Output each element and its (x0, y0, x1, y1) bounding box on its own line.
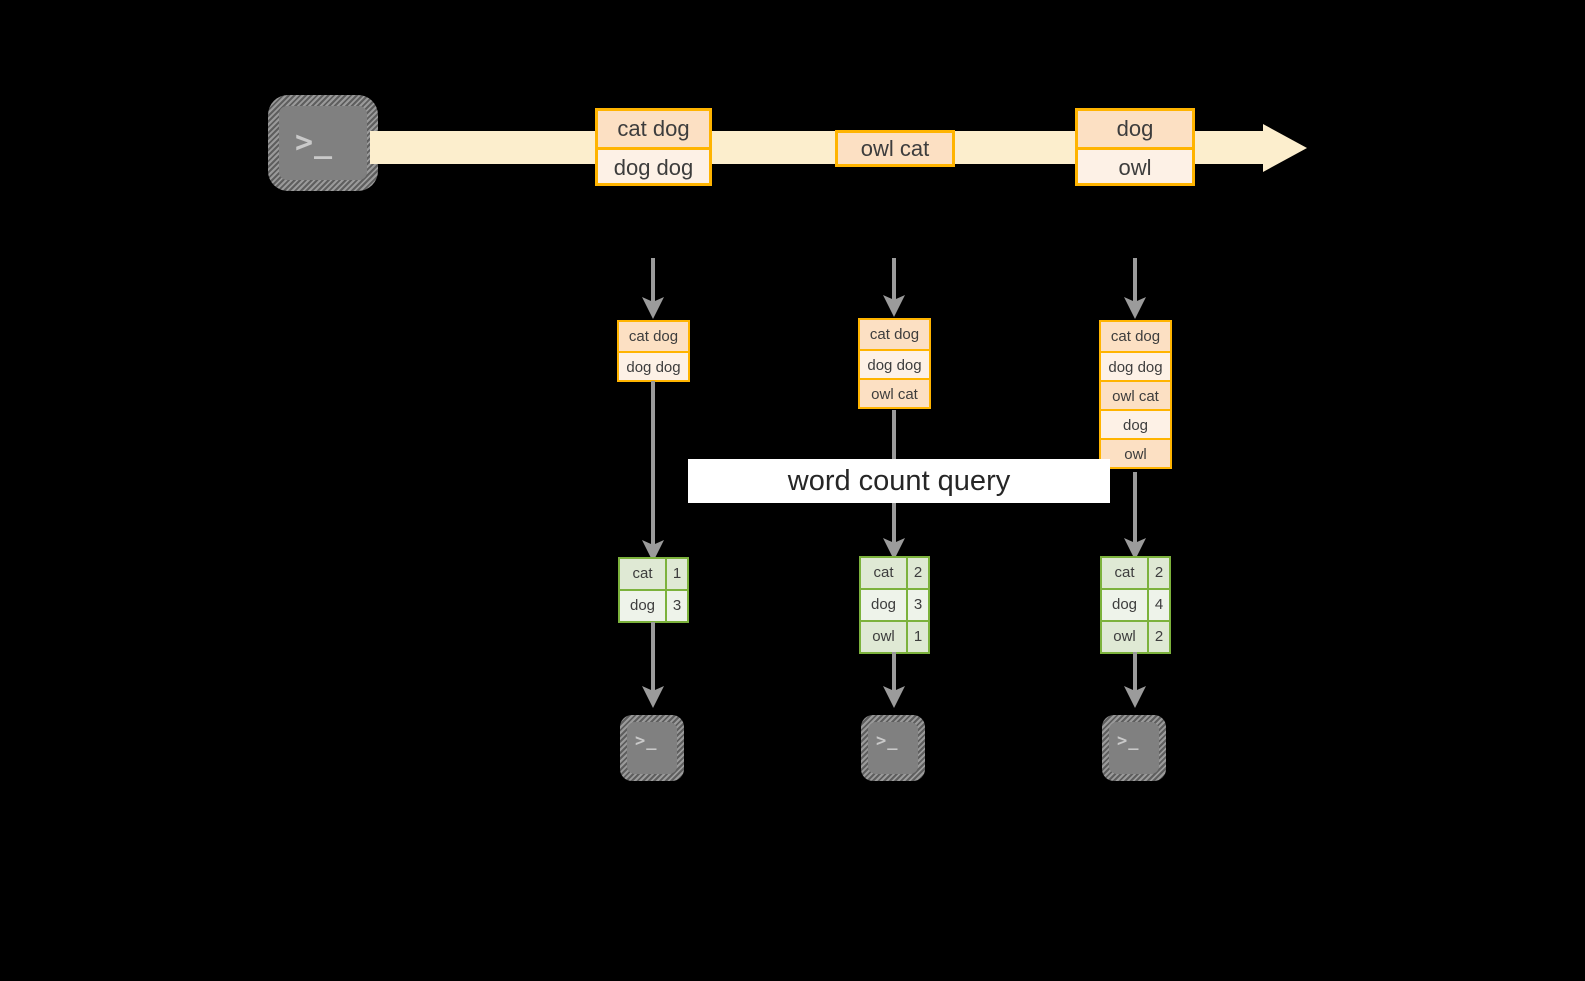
terminal-surface (627, 722, 677, 774)
stream-record-group-3: dog owl (1075, 108, 1195, 186)
snapshot-buffer-2: cat dog dog dog owl cat (858, 318, 931, 409)
buffer-row: cat dog (860, 320, 929, 349)
snapshot-tap-line-1 (651, 258, 655, 304)
result-table-3: cat 2 dog 4 owl 2 (1100, 556, 1171, 654)
buffer-row: dog dog (1101, 351, 1170, 380)
count-cell: 2 (1147, 622, 1169, 652)
count-cell: 4 (1147, 590, 1169, 620)
query-line-3 (1133, 472, 1137, 556)
table-row: dog 4 (1102, 588, 1169, 620)
count-cell: 1 (665, 559, 687, 589)
terminal-prompt-glyph: >_ (295, 125, 334, 160)
sink-terminal-icon-3: >_ (1102, 715, 1166, 781)
word-cell: cat (620, 559, 665, 589)
query-line-1 (651, 381, 655, 556)
table-row: cat 2 (1102, 558, 1169, 588)
buffer-row: cat dog (619, 322, 688, 351)
word-cell: owl (1102, 622, 1147, 652)
stream-record: owl (1078, 147, 1192, 183)
table-row: cat 1 (620, 559, 687, 589)
word-cell: dog (1102, 590, 1147, 620)
word-cell: cat (861, 558, 906, 588)
count-cell: 1 (906, 622, 928, 652)
stream-record-group-1: cat dog dog dog (595, 108, 712, 186)
stream-record: dog dog (598, 147, 709, 183)
terminal-surface (1109, 722, 1159, 774)
word-cell: dog (861, 590, 906, 620)
sink-terminal-icon-2: >_ (861, 715, 925, 781)
sink-line-1 (651, 622, 655, 702)
result-table-1: cat 1 dog 3 (618, 557, 689, 623)
buffer-row: dog dog (860, 349, 929, 378)
stream-arrow-head (1263, 124, 1307, 172)
terminal-prompt-glyph: >_ (876, 731, 899, 751)
sink-terminal-icon-1: >_ (620, 715, 684, 781)
stream-record: dog (1078, 111, 1192, 147)
snapshot-buffer-1: cat dog dog dog (617, 320, 690, 382)
table-row: owl 2 (1102, 620, 1169, 652)
stream-record: owl cat (838, 133, 952, 164)
count-cell: 2 (1147, 558, 1169, 588)
buffer-row: owl cat (860, 378, 929, 407)
table-row: owl 1 (861, 620, 928, 652)
source-terminal-icon: >_ (268, 95, 378, 191)
table-row: dog 3 (620, 589, 687, 621)
buffer-row: dog dog (619, 351, 688, 380)
terminal-surface (279, 106, 367, 180)
table-row: dog 3 (861, 588, 928, 620)
snapshot-tap-line-2 (892, 258, 896, 302)
buffer-row: dog (1101, 409, 1170, 438)
word-cell: dog (620, 591, 665, 621)
terminal-prompt-glyph: >_ (1117, 731, 1140, 751)
buffer-row: cat dog (1101, 322, 1170, 351)
query-label-band: word count query (688, 459, 1110, 503)
word-cell: owl (861, 622, 906, 652)
snapshot-tap-line-3 (1133, 258, 1137, 304)
buffer-row: owl cat (1101, 380, 1170, 409)
word-cell: cat (1102, 558, 1147, 588)
result-table-2: cat 2 dog 3 owl 1 (859, 556, 930, 654)
table-row: cat 2 (861, 558, 928, 588)
stream-record-group-2: owl cat (835, 130, 955, 167)
stream-record: cat dog (598, 111, 709, 147)
terminal-surface (868, 722, 918, 774)
sink-line-2 (892, 652, 896, 702)
count-cell: 3 (665, 591, 687, 621)
buffer-row: owl (1101, 438, 1170, 467)
count-cell: 3 (906, 590, 928, 620)
count-cell: 2 (906, 558, 928, 588)
snapshot-buffer-3: cat dog dog dog owl cat dog owl (1099, 320, 1172, 469)
sink-line-3 (1133, 652, 1137, 702)
terminal-prompt-glyph: >_ (635, 731, 658, 751)
